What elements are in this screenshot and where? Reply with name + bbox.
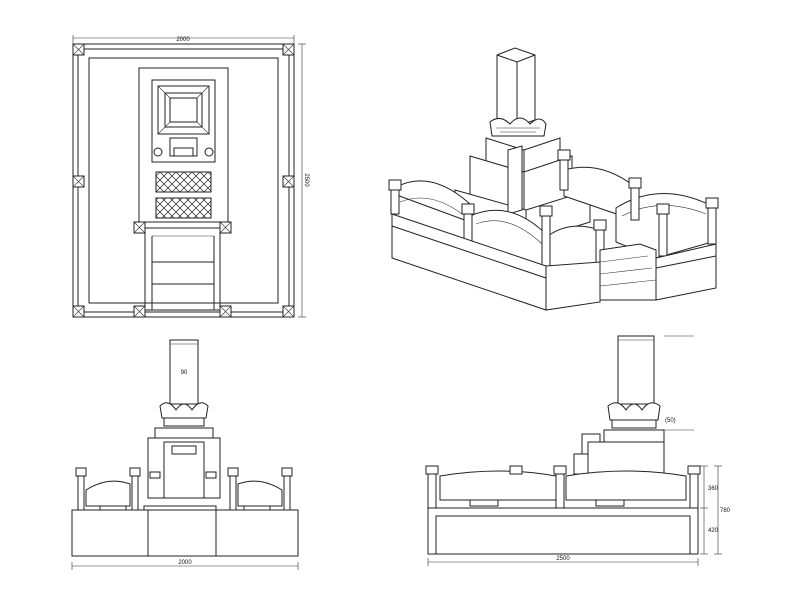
- plan-depth-dim: 2500: [303, 173, 309, 187]
- front-elevation: 90 2000: [71, 339, 299, 570]
- side-stone-mark: (50): [665, 418, 676, 424]
- front-width-dim: 2000: [178, 560, 192, 566]
- plan-width-dim: 2000: [176, 37, 190, 43]
- plan-view: 2000 2500: [72, 35, 309, 318]
- side-height-total-dim: 780: [720, 508, 731, 514]
- side-elevation: (50) 2500 360 780: [425, 335, 731, 566]
- side-height-base-dim: 420: [708, 528, 719, 534]
- side-height-top-dim: 360: [708, 486, 719, 492]
- side-depth-dim: 2500: [556, 556, 570, 562]
- corner-post: [72, 43, 295, 318]
- front-stone-mark: 90: [181, 370, 188, 376]
- isometric-view: [388, 47, 719, 311]
